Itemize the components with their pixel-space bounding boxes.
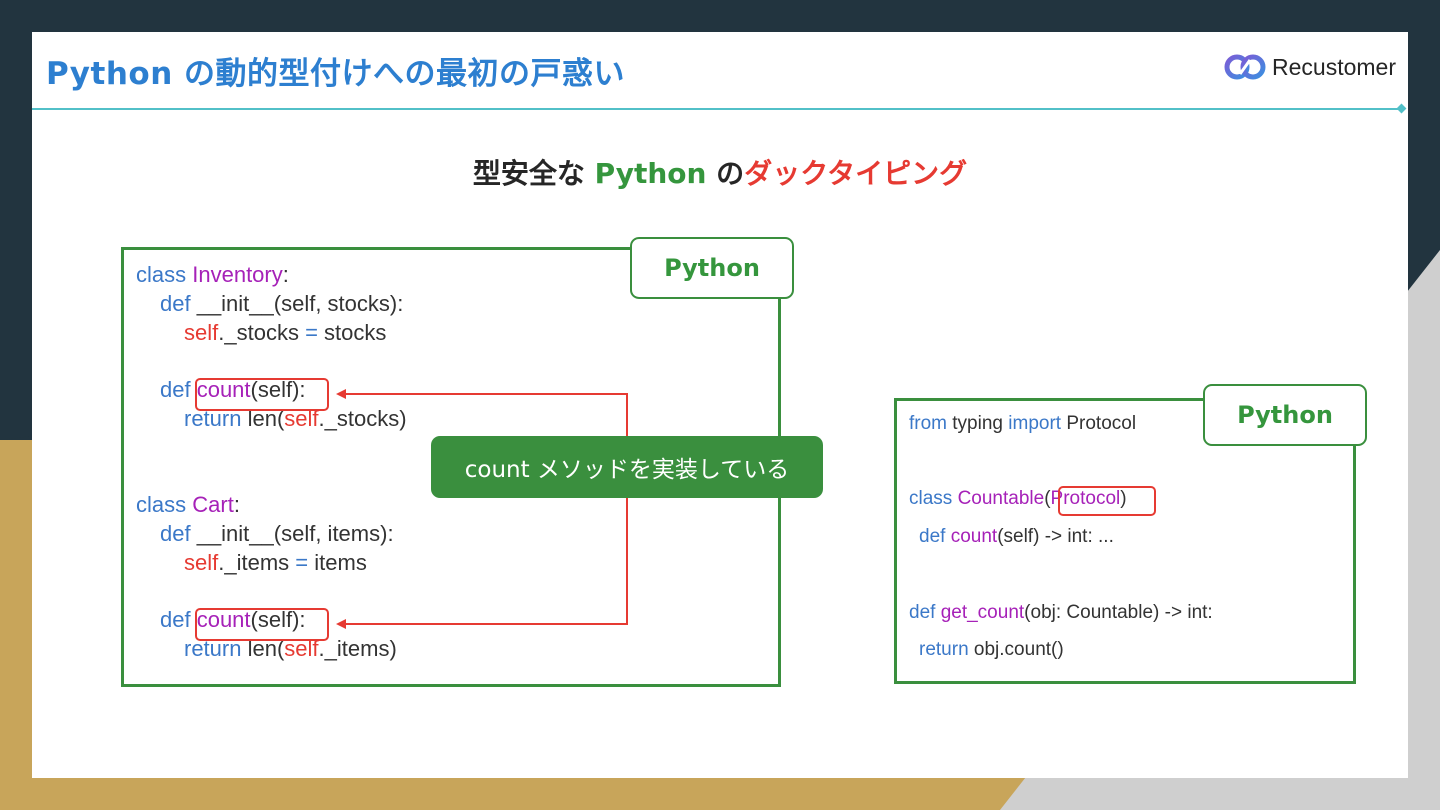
code-token: ._items): [318, 636, 397, 661]
subtitle: 型安全な Python のダックタイピング: [32, 152, 1408, 192]
code-token: def: [919, 526, 951, 547]
code-token: :: [282, 262, 289, 287]
code-token: def: [160, 521, 197, 546]
code-token: obj.count(): [973, 639, 1064, 660]
code-line: class Inventory:: [136, 262, 289, 288]
code-token: self: [184, 550, 219, 575]
code-line: def count(self):: [160, 377, 306, 403]
code-token: Countable: [957, 488, 1045, 509]
recustomer-logo: Recustomer: [1224, 52, 1396, 82]
subtitle-python: Python: [594, 157, 707, 190]
code-token: ): [1120, 488, 1127, 509]
right-code: from typing import Protocol class Counta…: [909, 413, 1213, 660]
left-code: class Inventory: def __init__(self, stoc…: [136, 262, 407, 661]
code-token: (: [1044, 488, 1051, 509]
right-code-panel: [894, 398, 1356, 684]
code-token: count: [196, 377, 251, 402]
code-token: class: [136, 262, 193, 287]
count-method-highlight: [195, 378, 329, 411]
code-token: import: [1008, 413, 1067, 434]
recustomer-logo-icon: [1224, 54, 1266, 80]
code-token: class: [909, 488, 958, 509]
code-line: def count(self):: [160, 607, 306, 633]
code-token: ._items: [218, 550, 296, 575]
code-line: from typing import Protocol: [909, 413, 1136, 435]
code-token: Protocol: [1050, 488, 1121, 509]
code-token: count: [950, 526, 998, 547]
code-token: :: [233, 492, 240, 517]
code-token: def: [160, 607, 197, 632]
code-token: ._stocks): [318, 406, 407, 431]
code-token: self: [184, 320, 219, 345]
callout-label: count メソッドを実装している: [431, 436, 823, 498]
code-token: stocks: [317, 320, 387, 345]
slide-title: Python の動的型付けへの最初の戸惑い: [46, 56, 626, 92]
code-token: return: [919, 639, 974, 660]
code-token: Protocol: [1066, 413, 1137, 434]
title-divider: [32, 108, 1400, 110]
code-token: (obj: Countable) -> int:: [1024, 602, 1213, 623]
code-line: class Countable(Protocol): [909, 488, 1127, 510]
code-line: return obj.count(): [919, 639, 1064, 661]
subtitle-part: 型安全な: [472, 157, 595, 190]
code-line: def __init__(self, stocks):: [160, 291, 403, 317]
code-token: typing: [952, 413, 1009, 434]
protocol-highlight: [1058, 486, 1156, 516]
code-token: count: [196, 607, 251, 632]
right-python-tag: Python: [1203, 384, 1367, 446]
code-token: from: [909, 413, 953, 434]
code-token: __init__(self, stocks):: [196, 291, 404, 316]
code-token: Cart: [192, 492, 234, 517]
slide: Python の動的型付けへの最初の戸惑い Recustomer 型安全な Py…: [32, 32, 1408, 778]
code-token: get_count: [940, 602, 1025, 623]
code-token: (self) -> int: ...: [997, 526, 1114, 547]
count-method-highlight: [195, 608, 329, 641]
code-token: def: [160, 377, 197, 402]
code-line: def get_count(obj: Countable) -> int:: [909, 602, 1213, 624]
logo-text: Recustomer: [1272, 53, 1396, 80]
code-token: =: [295, 550, 309, 575]
code-token: ._stocks: [218, 320, 306, 345]
code-token: =: [305, 320, 318, 345]
code-token: def: [909, 602, 941, 623]
code-line: def __init__(self, items):: [160, 521, 394, 547]
code-token: class: [136, 492, 193, 517]
code-line: self._stocks = stocks: [184, 320, 386, 346]
code-line: self._items = items: [184, 550, 367, 576]
code-token: def: [160, 291, 197, 316]
code-token: (self):: [250, 377, 306, 402]
code-token: (self):: [250, 607, 306, 632]
subtitle-duck-typing: ダックタイピング: [744, 157, 968, 190]
code-token: __init__(self, items):: [196, 521, 394, 546]
code-line: def count(self) -> int: ...: [919, 526, 1114, 548]
callout-arrows: [336, 389, 628, 629]
code-token: items: [308, 550, 367, 575]
subtitle-part: の: [706, 157, 745, 190]
code-token: Inventory: [192, 262, 283, 287]
left-python-tag: Python: [630, 237, 794, 299]
code-line: class Cart:: [136, 492, 240, 518]
